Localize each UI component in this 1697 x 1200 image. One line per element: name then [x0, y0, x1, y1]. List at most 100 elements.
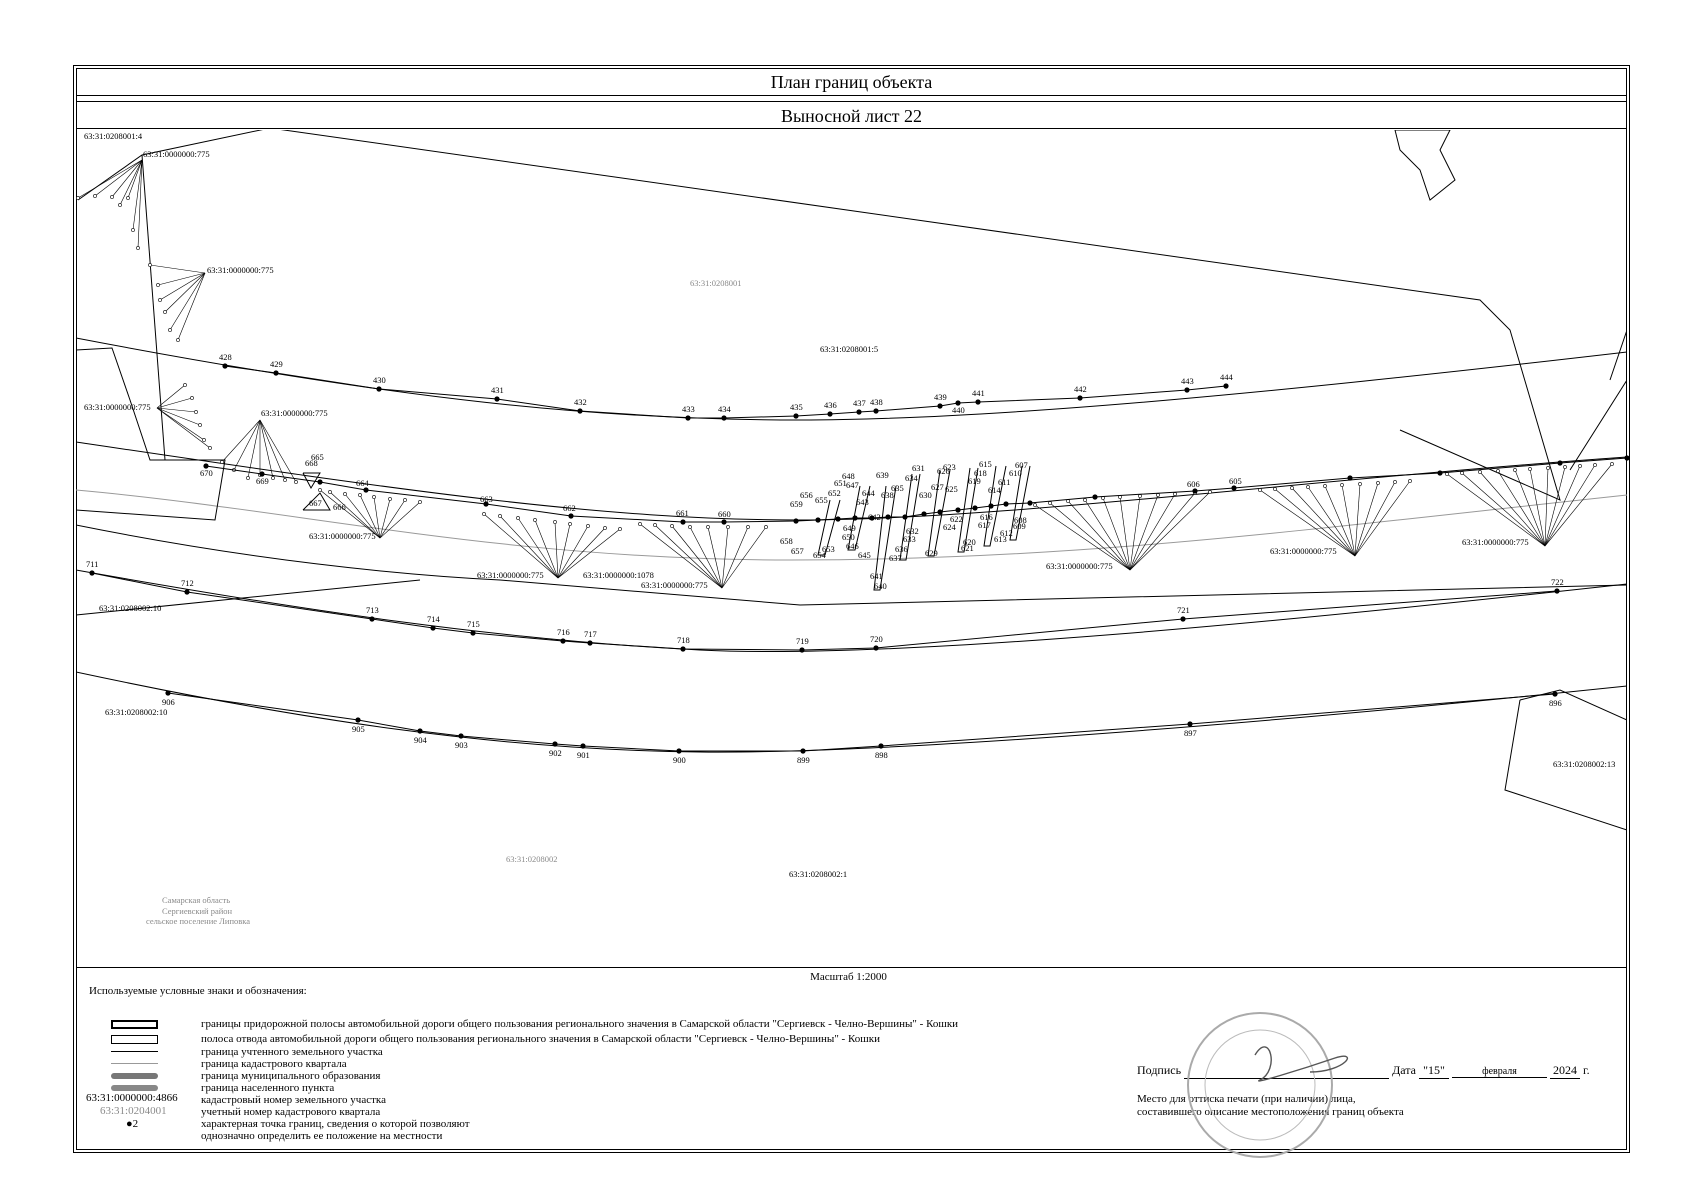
fan-9-node-3 [1306, 485, 1310, 489]
fan-7-line-1 [654, 524, 723, 589]
point-label-669: 669 [256, 476, 269, 486]
point-label-714: 714 [427, 614, 441, 624]
fan-8-line-5 [1119, 496, 1131, 571]
fan-1-line-2 [111, 159, 143, 198]
fan-3-node-4 [202, 438, 206, 442]
parcel-label-13: 63:31:0208002:10 [99, 603, 161, 613]
fan-10-line-1 [1461, 472, 1546, 547]
point-label-665: 665 [311, 452, 324, 462]
boundary-point-722 [1554, 588, 1560, 594]
label-bracket-1 [847, 485, 871, 551]
date-day: "15" [1419, 1063, 1449, 1079]
fan-6-node-1 [498, 514, 502, 518]
municipality-label-2: сельское поселение Липовка [146, 916, 250, 926]
fan-5-node-4 [372, 495, 376, 499]
parcel-label-5: 63:31:0000000:775 [261, 408, 328, 418]
fan-1-node-0 [76, 196, 80, 200]
fan-4-line-4 [259, 419, 274, 479]
point-label-650: 650 [842, 532, 855, 542]
fan-8-line-4 [1102, 497, 1131, 571]
sheet-subtitle: Выносной лист 22 [76, 101, 1627, 129]
point-label-901: 901 [577, 750, 590, 760]
fan-3-line-3 [156, 407, 201, 426]
point-label-627: 627 [931, 482, 944, 492]
fan-9-line-6 [1354, 483, 1361, 557]
fan-1-node-3 [118, 203, 122, 207]
boundary-point-r2-9 [815, 517, 821, 523]
fan-6-node-3 [533, 518, 537, 522]
point-label-899: 899 [797, 755, 810, 765]
point-label-900: 900 [673, 755, 686, 765]
point-label-429: 429 [270, 359, 283, 369]
boundary-point-715 [470, 630, 476, 636]
boundary-point-431 [494, 396, 500, 402]
point-label-667: 667 [309, 498, 322, 508]
fan-9-line-0 [1259, 489, 1356, 557]
point-label-903: 903 [455, 740, 468, 750]
boundary-point-717 [587, 640, 593, 646]
legend-item-municipal-boundary: граница муниципального образования [201, 1070, 381, 1082]
legend-symbol-parcel-boundary [111, 1051, 158, 1052]
sheet-inner-frame [76, 68, 1627, 1150]
point-label-719: 719 [796, 636, 809, 646]
fan-2-line-3 [164, 272, 206, 313]
fan-3-node-2 [194, 410, 198, 414]
stamp-note-1: Место для оттиска печати (при наличии) л… [1137, 1093, 1356, 1105]
fan-1-node-1 [93, 194, 97, 198]
fan-5-node-2 [343, 492, 347, 496]
fan-4-line-5 [259, 419, 286, 481]
boundary-point-r2-0 [203, 463, 209, 469]
point-label-666: 666 [333, 502, 346, 512]
fan-2-node-5 [176, 338, 180, 342]
fan-1-line-5 [132, 159, 143, 231]
fan-4-line-0 [221, 419, 261, 463]
fan-10-line-2 [1479, 471, 1546, 547]
boundary-point-716 [560, 638, 566, 644]
fan-5-line-6 [379, 499, 406, 539]
boundary-point-721 [1180, 616, 1186, 622]
fan-4-node-5 [283, 478, 287, 482]
legend-item-point: характерная точка границ, сведения о кот… [201, 1118, 470, 1130]
point-dot-icon: ● [126, 1118, 133, 1130]
point-label-659: 659 [790, 499, 803, 509]
point-label-630: 630 [919, 490, 932, 500]
parcel-label-15: 63:31:0208002:13 [1553, 759, 1615, 769]
boundary-point-r2-28 [1624, 455, 1630, 461]
parcel-label-0: 63:31:0208001:4 [84, 131, 143, 141]
point-label-606: 606 [1187, 479, 1200, 489]
fan-10-node-2 [1478, 470, 1482, 474]
fan-5-node-1 [328, 490, 332, 494]
point-label-612: 612 [1000, 528, 1013, 538]
fan-4-line-1 [233, 419, 261, 471]
legend-symbol-settlement-boundary [111, 1085, 158, 1091]
boundary-point-r2-22 [1092, 494, 1098, 500]
fan-3-node-1 [190, 396, 194, 400]
point-label-663: 663 [480, 494, 493, 504]
fan-1-line-6 [137, 159, 143, 249]
point-label-661: 661 [676, 508, 689, 518]
point-label-645: 645 [858, 550, 871, 560]
point-label-660: 660 [718, 509, 731, 519]
fan-3-node-0 [183, 383, 187, 387]
label-bracket-2 [873, 485, 897, 591]
point-label-646: 646 [846, 541, 859, 551]
fan-8-node-8 [1173, 492, 1177, 496]
fan-2-line-5 [177, 272, 206, 341]
legend-item-point-cont: однозначно определить ее положение на ме… [201, 1130, 443, 1142]
point-label-430: 430 [373, 375, 386, 385]
legend-item-right-of-way: полоса отвода автомобильной дороги общег… [201, 1033, 880, 1045]
fan-8-line-0 [1034, 504, 1131, 571]
fan-9-line-9 [1354, 480, 1411, 557]
fan-6-line-2 [517, 517, 559, 579]
point-label-712: 712 [181, 578, 194, 588]
signature-line: Подпись Дата "15" февраля 2024 г. [1137, 1063, 1590, 1079]
boundary-point-905 [355, 717, 361, 723]
point-label-441: 441 [972, 388, 985, 398]
point-label-649: 649 [843, 523, 856, 533]
boundary-point-438 [873, 408, 879, 414]
fan-7-line-0 [639, 523, 723, 589]
fan-10-node-4 [1513, 468, 1517, 472]
fan-7-line-3 [689, 526, 723, 589]
point-label-638: 638 [881, 490, 894, 500]
fan-1-node-2 [110, 195, 114, 199]
